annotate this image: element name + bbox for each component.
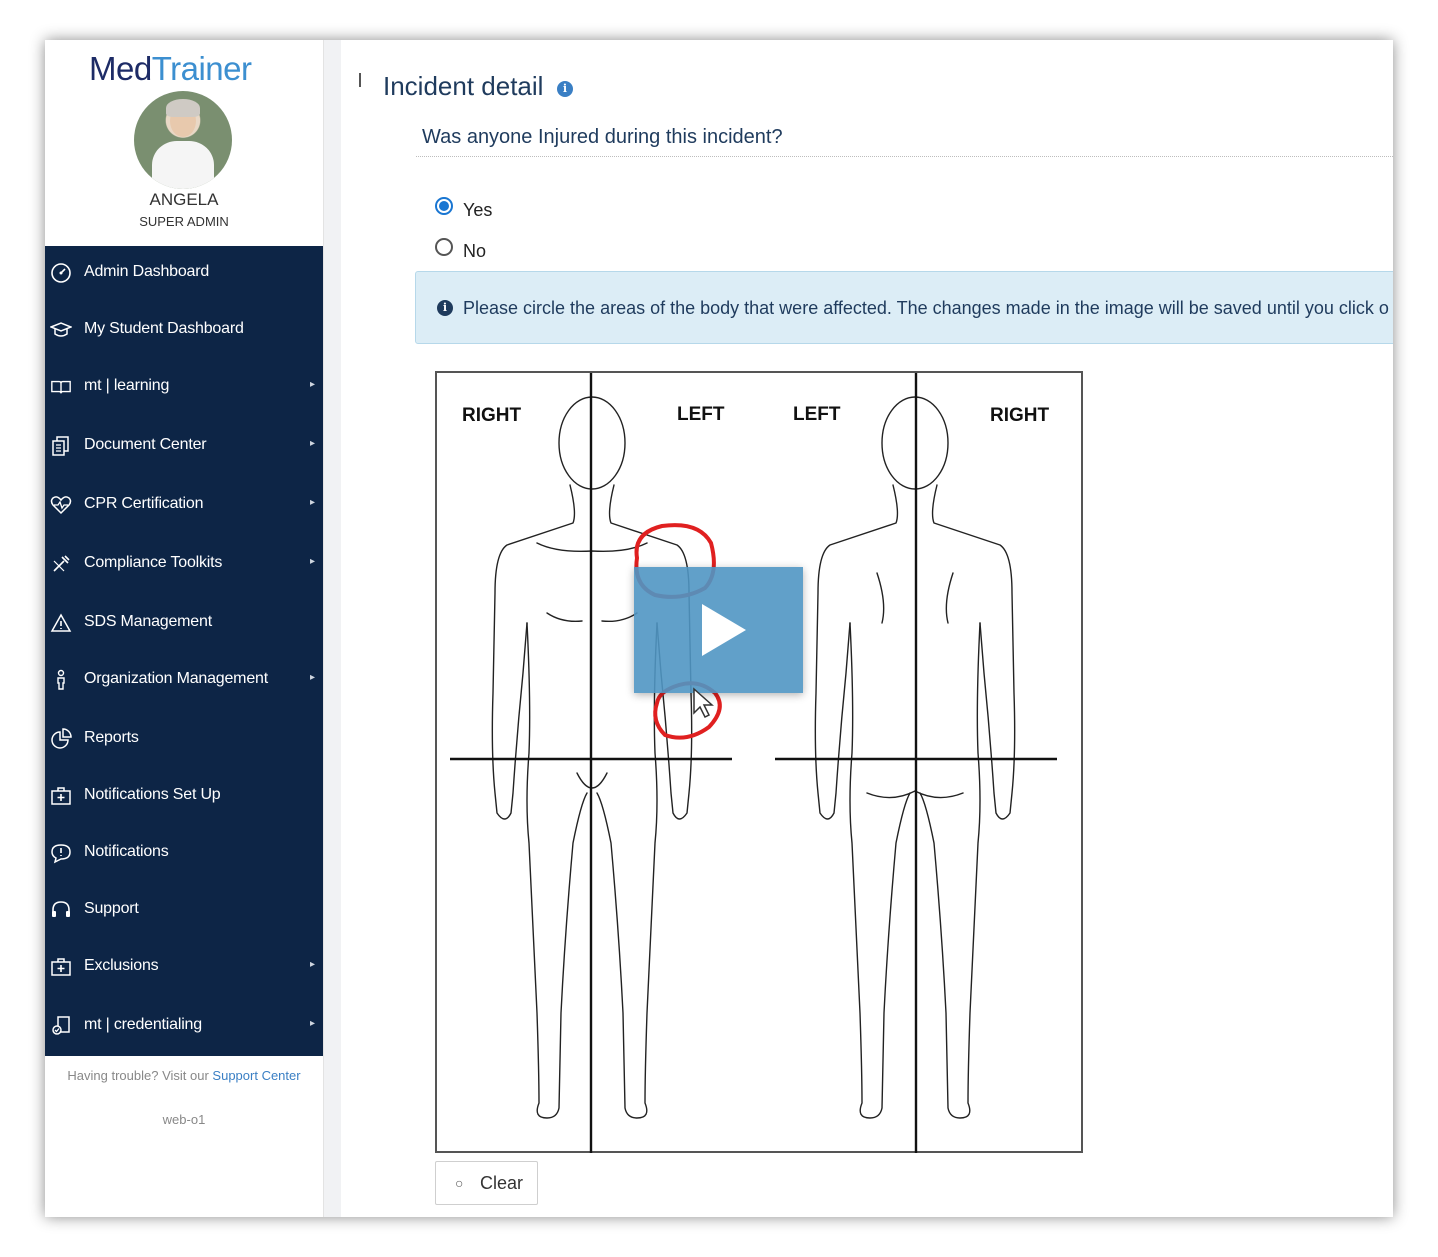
sidebar-item-label: Compliance Toolkits (84, 554, 223, 571)
clear-button[interactable]: ○ Clear (435, 1161, 538, 1205)
sidebar-item-document-center[interactable]: Document Center ▸ (45, 426, 323, 466)
body-diagram-canvas[interactable]: RIGHT LEFT LEFT RIGHT (435, 371, 1083, 1153)
certificate-icon (50, 1015, 72, 1037)
text-cursor-mark (359, 73, 361, 87)
sidebar-item-notifications-set-up[interactable]: Notifications Set Up (45, 776, 323, 816)
message-alert-icon (50, 842, 72, 864)
sidebar-item-admin-dashboard[interactable]: Admin Dashboard (45, 253, 323, 293)
heart-pulse-icon (50, 494, 72, 516)
no-radio[interactable] (435, 238, 453, 256)
sidebar-item-label: Organization Management (84, 670, 268, 687)
chevron-right-icon: ▸ (310, 672, 316, 683)
sidebar-item-label: Reports (84, 729, 139, 746)
video-play-button[interactable] (634, 567, 803, 693)
help-text: Having trouble? Visit our Support Center (67, 1068, 301, 1083)
documents-icon (50, 435, 72, 457)
pie-chart-icon (50, 728, 72, 750)
sidebar-item-mt-learning[interactable]: mt | learning ▸ (45, 367, 323, 407)
chevron-right-icon: ▸ (310, 1018, 316, 1029)
app-window: MedTrainer ANGELA SUPER ADMIN Admin Dash… (45, 40, 1393, 1217)
play-icon (702, 604, 746, 656)
sidebar-item-label: mt | credentialing (84, 1016, 202, 1033)
sidebar-item-label: SDS Management (84, 613, 212, 630)
alert-message: Please circle the areas of the body that… (463, 298, 1389, 318)
injury-question: Was anyone Injured during this incident? (422, 126, 783, 148)
graduation-cap-icon (50, 319, 72, 341)
info-alert: i Please circle the areas of the body th… (415, 271, 1393, 344)
back-right-label: RIGHT (990, 405, 1050, 426)
clear-button-label: Clear (480, 1173, 524, 1193)
sidebar-item-label: mt | learning (84, 377, 170, 394)
sidebar-item-label: Support (84, 900, 139, 917)
sidebar-item-exclusions[interactable]: Exclusions ▸ (45, 947, 323, 987)
dashboard-icon (50, 262, 72, 284)
info-icon: i (437, 300, 453, 316)
book-icon (50, 376, 72, 398)
warning-icon (50, 612, 72, 634)
person-icon (50, 669, 72, 691)
user-name: ANGELA (149, 190, 219, 209)
mouse-pointer-icon (693, 687, 714, 719)
yes-radio-label[interactable]: Yes (463, 200, 493, 220)
front-left-label: LEFT (677, 404, 725, 425)
medical-box-icon (50, 956, 72, 978)
sidebar-item-label: CPR Certification (84, 495, 204, 512)
sidebar-item-reports[interactable]: Reports (45, 719, 323, 759)
support-center-link[interactable]: Support Center (212, 1068, 301, 1083)
sidebar-item-cpr-certification[interactable]: CPR Certification ▸ (45, 485, 323, 525)
sidebar-scrollbar[interactable] (324, 40, 341, 1217)
info-icon[interactable]: i (557, 81, 573, 97)
sidebar: MedTrainer ANGELA SUPER ADMIN Admin Dash… (45, 40, 324, 1217)
sidebar-item-label: Notifications Set Up (84, 786, 221, 803)
chevron-right-icon: ▸ (310, 497, 316, 508)
sidebar-item-label: My Student Dashboard (84, 320, 244, 337)
page-title: Incident detail (383, 71, 544, 101)
sidebar-item-label: Notifications (84, 843, 169, 860)
medtrainer-logo[interactable]: MedTrainer (89, 50, 252, 87)
chevron-right-icon: ▸ (310, 556, 316, 567)
avatar[interactable] (134, 91, 232, 189)
sidebar-item-support[interactable]: Support (45, 890, 323, 930)
refresh-icon: ○ (455, 1175, 464, 1191)
tools-icon (50, 553, 72, 575)
no-radio-label[interactable]: No (463, 241, 487, 261)
yes-radio[interactable] (435, 197, 453, 215)
chevron-right-icon: ▸ (310, 379, 316, 390)
divider (416, 156, 1393, 157)
chevron-right-icon: ▸ (310, 438, 316, 449)
headset-icon (50, 899, 72, 921)
sidebar-item-mt-credentialing[interactable]: mt | credentialing ▸ (45, 1006, 323, 1046)
body-outline-drawing (450, 373, 1057, 1153)
user-role: SUPER ADMIN (139, 214, 229, 229)
sidebar-item-my-student-dashboard[interactable]: My Student Dashboard (45, 310, 323, 350)
front-right-label: RIGHT (462, 405, 522, 426)
sidebar-item-notifications[interactable]: Notifications (45, 833, 323, 873)
sidebar-item-label: Document Center (84, 436, 207, 453)
sidebar-item-label: Exclusions (84, 957, 159, 974)
back-left-label: LEFT (793, 404, 841, 425)
sidebar-nav: Admin Dashboard My Student Dashboard mt … (45, 246, 323, 1056)
chevron-right-icon: ▸ (310, 959, 316, 970)
server-label: web-o1 (162, 1112, 206, 1127)
sidebar-item-sds-management[interactable]: SDS Management (45, 603, 323, 643)
sidebar-item-compliance-toolkits[interactable]: Compliance Toolkits ▸ (45, 544, 323, 584)
sidebar-item-organization-management[interactable]: Organization Management ▸ (45, 660, 323, 700)
sidebar-item-label: Admin Dashboard (84, 263, 210, 280)
medical-box-icon (50, 785, 72, 807)
